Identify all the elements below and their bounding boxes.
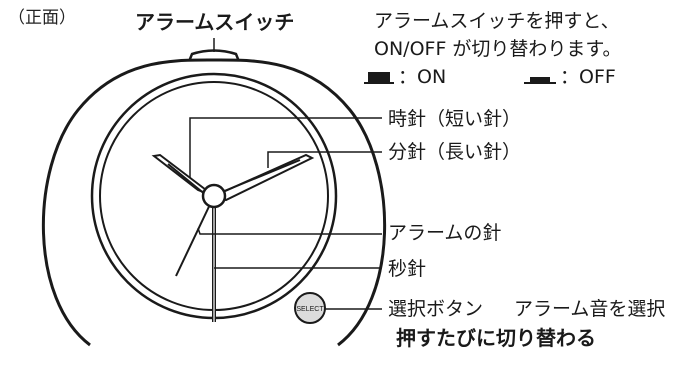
switch-on-icon xyxy=(368,72,390,82)
minute-hand-label: 分針（長い針） xyxy=(388,141,522,163)
alarm-sound-select-label: アラーム音を選択 xyxy=(514,298,666,320)
center-hub xyxy=(201,183,227,209)
switch-off-icon xyxy=(530,77,550,82)
select-button-label: 選択ボタン xyxy=(388,298,484,320)
alarm-switch-label: アラームスイッチ xyxy=(135,10,295,34)
off-label: ：OFF xyxy=(560,66,616,88)
on-label: ：ON xyxy=(398,66,447,88)
leader-minute-hand xyxy=(267,151,382,168)
second-hand-label: 秒針 xyxy=(388,258,427,280)
toggle-note-label: 押すたびに切り替わる xyxy=(396,326,596,350)
alarm-hand xyxy=(175,195,215,277)
leader-hour-hand xyxy=(189,117,382,178)
front-view-label: （正面） xyxy=(8,8,76,28)
alarm-hand-label: アラームの針 xyxy=(388,222,502,244)
switch-off-icon-base xyxy=(524,82,556,84)
hour-hand-label: 時針（短い針） xyxy=(388,108,522,130)
switch-on-icon-base xyxy=(364,82,394,84)
leader-alarm-hand xyxy=(197,227,382,235)
minute-hand-inner xyxy=(221,159,301,193)
switch-description-line1: アラームスイッチを押すと、 xyxy=(374,10,620,32)
switch-description-line2: ON/OFF が切り替わります。 xyxy=(374,38,622,60)
select-button-face-text: SELECT xyxy=(296,306,324,313)
select-button-graphic xyxy=(294,292,326,324)
